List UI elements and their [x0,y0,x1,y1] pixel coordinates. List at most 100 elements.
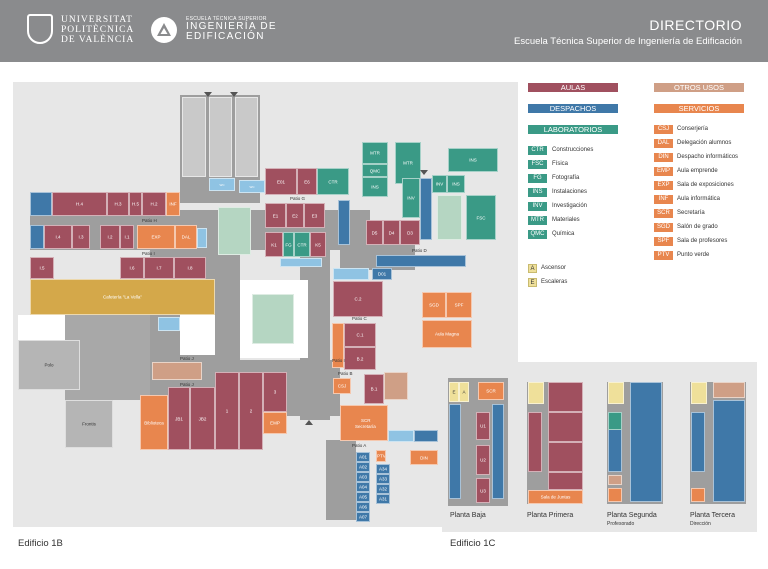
patio [218,207,251,255]
legend-label-qmc: Química [552,231,575,237]
room-b1: B.1 [364,374,384,404]
room-spf: SPF [446,292,472,318]
legend-code-exp: EXP [654,181,673,190]
legend-label-inf: Aula informática [677,196,721,202]
legend-label-escaleras: Escaleras [541,279,568,285]
service [691,488,705,502]
etsie-logo-icon [151,17,177,43]
wc [197,228,207,248]
patio-g-label: Patio G [290,196,306,201]
room-din: DIN [410,450,438,465]
legend-label-fg: Fotografía [552,175,580,181]
legend-code-inv: INV [528,202,547,211]
lab-ins: INS [362,177,388,197]
light-block [209,97,232,177]
room-scr: SCR Secretaría [340,405,388,441]
lab-ctr: CTR [294,232,310,257]
wc: WC [209,178,235,191]
patio-h-label: Patio H [142,218,157,223]
room-dal: DAL [175,225,197,249]
aula [548,442,583,472]
floor-note: Dirección [690,521,711,527]
legend-label-ins: Instalaciones [552,189,588,195]
building-1c-label: Edificio 1C [450,538,496,549]
legend-label-emp: Aula emprende [677,168,718,174]
legend-label-sgd: Salón de grado [677,224,718,230]
legend-label-ascensor: Ascensor [541,265,567,271]
stairs-icon: E [528,278,537,287]
legend-laboratorios: LABORATORIOS [528,125,618,134]
legend-code-ptv: PTV [654,251,673,260]
legend-code-spf: SPF [654,237,673,246]
patio-frame [240,280,308,358]
other-use [608,475,622,485]
patio [437,195,462,240]
offices [30,192,52,216]
offices [492,404,504,499]
legend-label-fsc: Física [552,161,569,167]
room-sgd: SGD [422,292,446,318]
upv-shield-icon [27,14,53,44]
room-biblioteca: Biblioteca [140,395,168,450]
room-1: 1 [215,372,239,450]
offices [449,404,461,499]
room-csj: CSJ [333,378,351,394]
lab-inv: INV [432,175,447,193]
legend-label-exp: Sala de exposiciones [677,182,734,188]
floor-label: Planta Primera [527,512,574,519]
stairs [528,382,544,404]
aula [528,412,542,472]
room-ptv: PTV [376,450,386,462]
offices [691,412,705,472]
floor-label: Planta Segunda [607,512,657,519]
room-a33: A33 [376,474,390,484]
room-sala-juntas: Sala de Juntas [528,490,583,504]
elevator-icon: A [528,264,537,273]
legend-servicios: SERVICIOS [654,104,744,113]
room-i5: I.5 [30,257,54,279]
aula [548,472,583,490]
legend-aulas: AULAS [528,83,618,92]
offices [332,323,344,368]
room-a02: A02 [356,462,370,472]
room-emp: EMP [263,412,287,434]
legend-code-emp: EMP [654,167,673,176]
room-a01: A01 [356,452,370,462]
legend-despachos: DESPACHOS [528,104,618,113]
patio-a-label: Patio A [352,443,367,448]
other-use [713,382,745,398]
legend-label-din: Despacho informáticos [677,154,739,160]
legend-label-csj: Conserjería [677,126,709,132]
legend-code-dal: DAL [654,139,673,148]
room-2: 2 [239,372,263,450]
room-jb2: JB2 [190,387,215,450]
stairs: E [449,382,459,402]
page-title: DIRECTORIO [649,17,742,33]
cafeteria: Cafetería "La Vella" [30,279,215,315]
room-inf: INF [166,192,180,216]
school-name: ESCUELA TÉCNICA SUPERIOR INGENIERÍA DE E… [186,16,277,42]
aula [548,382,583,412]
legend-code-ins: INS [528,188,547,197]
room-e01: E01 [265,168,297,195]
floor-label: Planta Baja [450,512,486,519]
room-exp: EXP [137,225,175,249]
offices [30,225,44,249]
room-a07: A07 [356,512,370,522]
offices [713,400,745,502]
wc [158,317,180,331]
room-h3: H.3 [107,192,129,216]
patio-c-label: Patio C [352,316,367,321]
entrance-arrow-icon [204,92,212,97]
legend-code-csj: CSJ [654,125,673,134]
legend-code-ctr: CTR [528,146,547,155]
white-area [18,315,65,340]
entrance-arrow-icon [420,170,428,175]
stairs [691,382,707,404]
room-e2: E2 [286,203,304,228]
lab-ins: INS [448,148,498,172]
wc [333,268,369,280]
area-polo: Polo [18,340,80,390]
legend-code-scr: SCR [654,209,673,218]
offices [414,430,438,442]
